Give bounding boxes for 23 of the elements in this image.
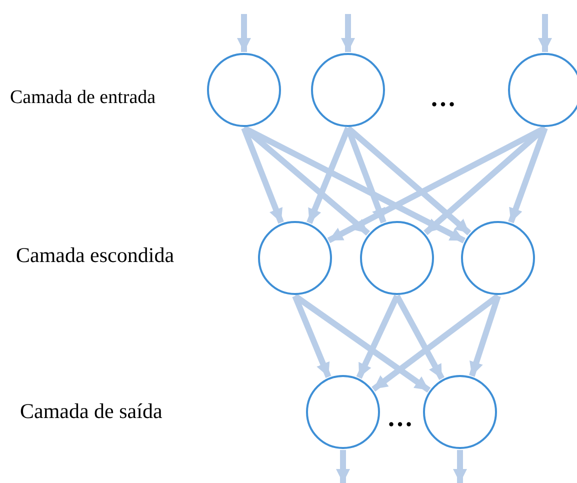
arrow [356, 294, 400, 379]
arrow [242, 125, 466, 244]
arrow [241, 126, 284, 224]
arrow [372, 294, 500, 392]
arrow [453, 450, 467, 483]
layer-label: Camada de entrada [10, 86, 156, 110]
arrow [341, 14, 355, 52]
arrow [424, 126, 547, 236]
arrow [293, 294, 431, 393]
arrow [468, 295, 501, 377]
ellipsis: … [387, 402, 413, 434]
arrow [394, 294, 444, 380]
layer-label: Camada de saída [20, 398, 162, 425]
arrow [508, 126, 548, 224]
arrow [538, 14, 552, 52]
arrow [306, 126, 351, 224]
arrow [237, 14, 251, 52]
arrow [336, 450, 350, 483]
arrow [345, 126, 386, 224]
arrow [292, 294, 332, 378]
arrow [346, 126, 472, 236]
layer-label: Camada escondida [16, 242, 174, 269]
ellipsis: … [430, 82, 456, 114]
